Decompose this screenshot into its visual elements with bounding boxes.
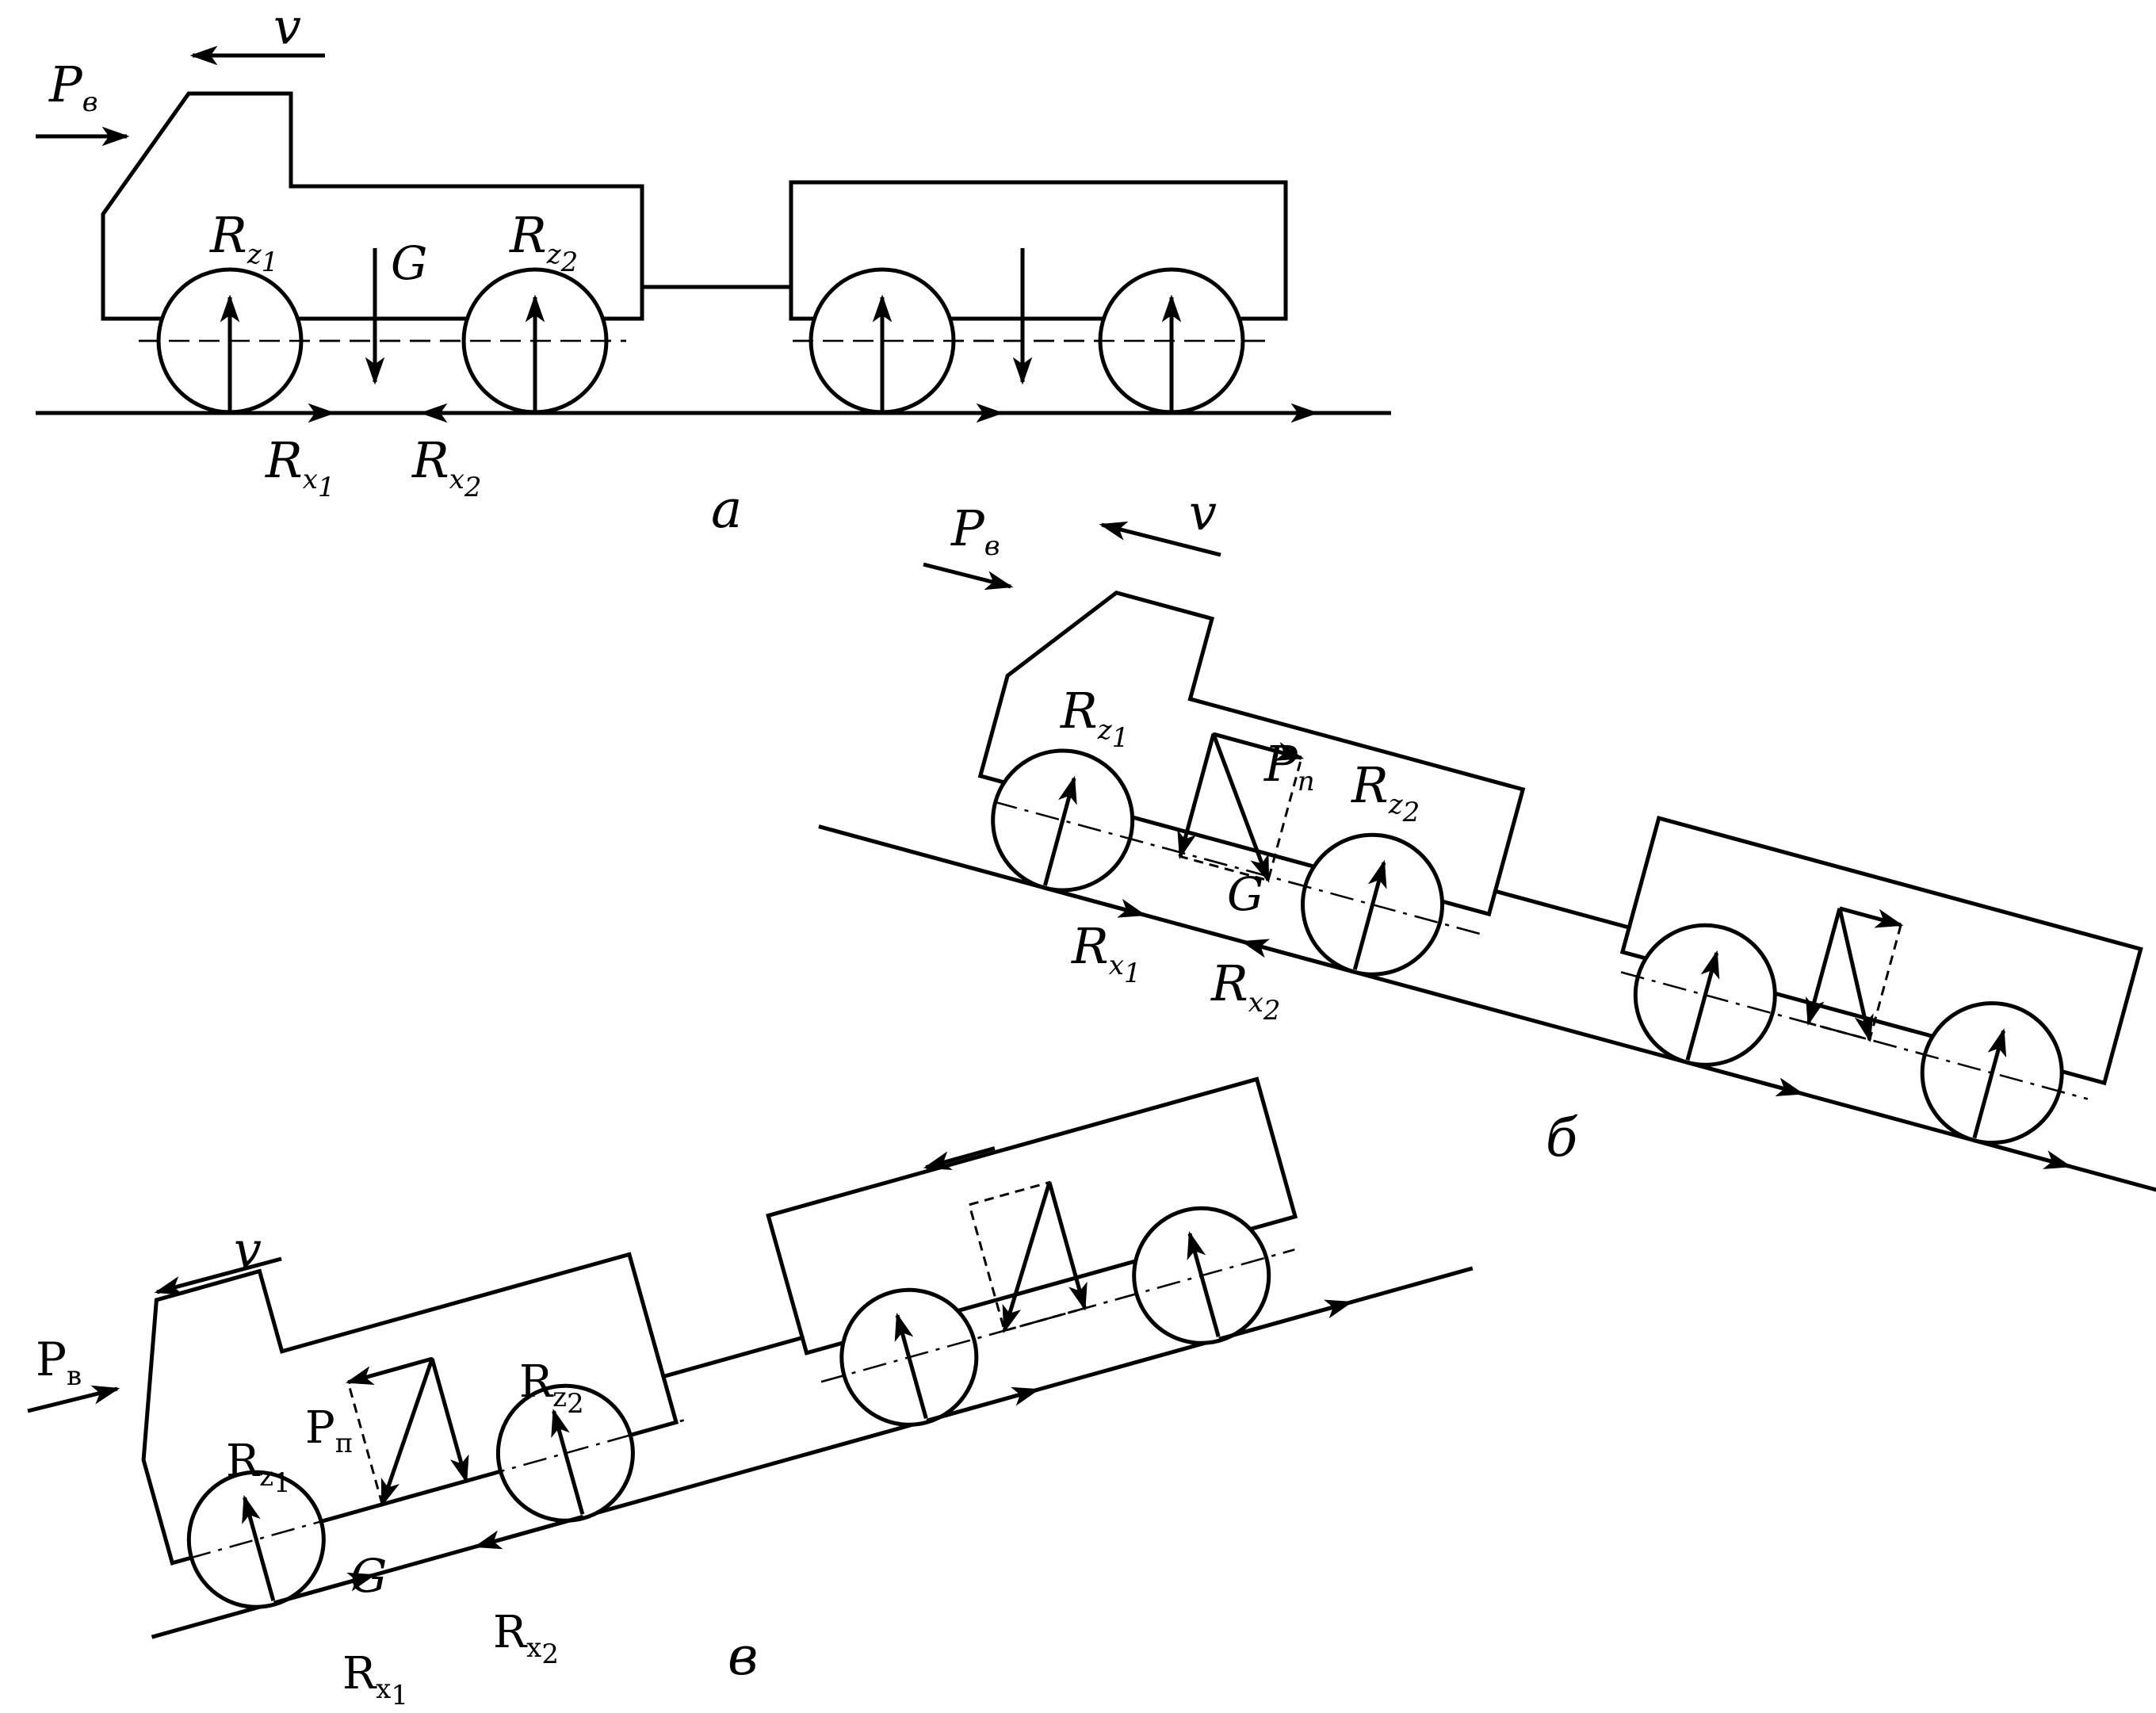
trailer-rx1-arrow [926, 1386, 1041, 1423]
trailer-gn-arrow [1047, 1181, 1088, 1311]
panel-b-caption: б [1546, 1107, 1578, 1168]
rz2-arrow [551, 1408, 585, 1516]
gn-arrow [430, 1358, 469, 1484]
truck-body [977, 590, 1526, 917]
tow-bar [1493, 889, 1632, 931]
panel-b-downhill [818, 590, 2156, 1192]
pp-arrow [345, 1356, 433, 1386]
panel-b-labels: Pв v Rz1 Pп Rz2 G Rx1 Rx2 б [923, 484, 1578, 1168]
rz1-arrow [242, 1494, 276, 1601]
rx2-arrow [473, 1514, 584, 1550]
g-label: G [1227, 867, 1263, 921]
rx2-arrow [1240, 939, 1355, 974]
rx1-label: Rx1 [342, 1648, 408, 1711]
pp-arrow [1213, 732, 1305, 761]
pv-arrow [27, 1385, 120, 1413]
truck-body [101, 91, 644, 321]
trailer-rx1-arrow [1686, 1060, 1805, 1097]
g-arrow [1211, 733, 1271, 883]
rz2-label: Rz2 [1351, 756, 1420, 828]
pv-arrow [923, 562, 1014, 591]
trailer-rx2-arrow [1218, 1299, 1354, 1341]
trailer-pp-arrow [1839, 906, 1904, 928]
rz2-label: Rz2 [509, 206, 578, 278]
v-label: v [1189, 484, 1217, 541]
pv-label: Pв [950, 499, 1000, 562]
rx1-label: Rx1 [265, 431, 335, 503]
panel-c-uphill [141, 1076, 1474, 1639]
pp-label: Pп [1263, 735, 1315, 797]
rx1-label: Rx1 [1071, 917, 1141, 989]
pv-label: Pв [48, 55, 98, 118]
trailer-g-arrow [1002, 1181, 1052, 1334]
rx1-arrow [1043, 885, 1147, 918]
rz1-arrow [1042, 775, 1077, 886]
rz1-label: Rz1 [1060, 682, 1129, 754]
gn-arrow [1177, 733, 1216, 859]
g-label: G [391, 236, 427, 290]
rz1-label: Rz1 [226, 1436, 291, 1499]
trailer-axle-line-front [820, 1248, 1295, 1383]
g-label: G [350, 1549, 387, 1603]
trailer-rz2-arrow [1187, 1230, 1221, 1338]
panel-a-caption: а [711, 479, 742, 540]
trailer-gn-arrow [1806, 908, 1842, 1027]
v-arrow [1099, 521, 1221, 557]
trailer-g-arrow [1837, 908, 1874, 1043]
rz2-label: Rz2 [519, 1356, 584, 1420]
v-label: v [234, 1221, 262, 1279]
trailer-rz1-arrow [1685, 950, 1720, 1061]
trailer-rz1-arrow [894, 1312, 928, 1420]
v-label: v [273, 0, 301, 55]
trailer-rx2-arrow [1973, 1138, 2073, 1169]
panel-a-level-road: Pв v G Rz1 Rz2 Rx1 Rx2 а [36, 0, 1391, 540]
truck-body [141, 1252, 679, 1566]
trailer-body [789, 180, 1288, 321]
truck-axle-line-front [993, 801, 1484, 936]
panel-c-labels: Pв v Rz1 Pп Rz2 G Rx1 Rx2 в [27, 1221, 758, 1711]
g-arrow [380, 1358, 434, 1508]
road-line [818, 824, 2156, 1192]
rx2-label: Rx2 [493, 1607, 559, 1670]
v-arrow [154, 1256, 282, 1295]
trailer-body [766, 1076, 1298, 1355]
rz2-arrow [1352, 859, 1387, 970]
pp-label: Pп [305, 1402, 353, 1459]
tow-bar [660, 1335, 805, 1379]
rx2-label: Rx2 [411, 431, 482, 503]
rx2-label: Rx2 [1210, 954, 1281, 1027]
trailer-rz2-arrow [1972, 1028, 2007, 1139]
pv-label: Pв [36, 1333, 82, 1392]
trailer-pp-arrow [923, 1146, 996, 1171]
rz1-label: Rz1 [209, 206, 278, 278]
rx1-arrow [273, 1572, 377, 1605]
panel-c-caption: в [728, 1626, 758, 1687]
